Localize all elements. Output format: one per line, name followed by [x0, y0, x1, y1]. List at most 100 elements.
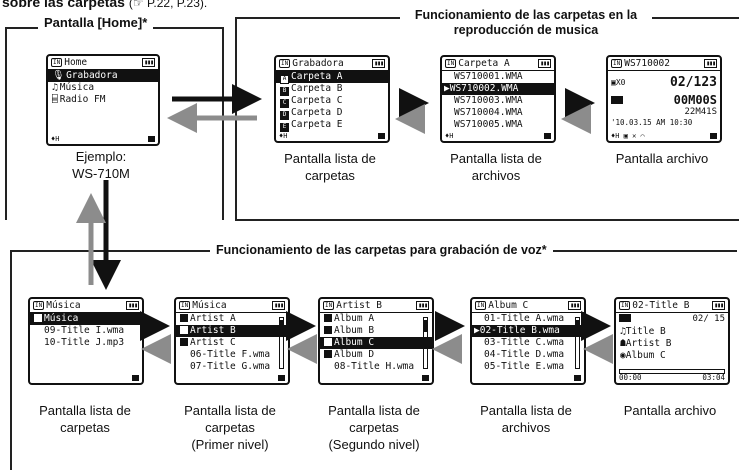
- folder-status-icon: [132, 374, 139, 381]
- artist-row: ☗Artist B: [616, 338, 728, 350]
- track-album: Album C: [625, 350, 666, 361]
- home-caption-line2: WS-710M: [72, 166, 130, 181]
- list-item[interactable]: 09-Title I.wma: [30, 325, 142, 337]
- list-item[interactable]: 10-Title J.mp3: [30, 337, 142, 349]
- battery-icon: ▮▮▮: [712, 301, 725, 310]
- music-file-caption: Pantalla lista de archivos: [428, 150, 564, 184]
- microphone-icon: 🎙: [52, 70, 65, 81]
- battery-icon: ▮▮▮: [704, 59, 717, 68]
- list-item[interactable]: Album B: [320, 325, 432, 337]
- folder-icon: [180, 326, 188, 334]
- home-item-label: Grabadora: [66, 70, 118, 81]
- item-label: 01-Title A.wma: [484, 313, 565, 324]
- caption-line1: Pantalla lista de: [328, 403, 420, 418]
- album-row: ◉Album C: [616, 350, 728, 362]
- item-label: 08-Title H.wma: [334, 361, 415, 372]
- caption-line1: Pantalla lista de: [39, 403, 131, 418]
- item-label: 02-Title B.wma: [479, 325, 560, 336]
- list-item[interactable]: 04-Title D.wma: [472, 349, 584, 361]
- caption-line2: carpetas: [205, 420, 255, 435]
- file-row-5[interactable]: WS710005.WMA: [442, 119, 554, 131]
- home-item-musica[interactable]: ♫Música: [48, 82, 158, 94]
- music-title-line2: reproducción de musica: [453, 23, 599, 37]
- music-section-title: Funcionamiento de las carpetas en la rep…: [400, 8, 652, 38]
- list-item[interactable]: Album D: [320, 349, 432, 361]
- item-label: 09-Title I.wma: [44, 325, 125, 336]
- folder-label: Carpeta B: [291, 83, 343, 94]
- file-row-3[interactable]: WS710003.WMA: [442, 95, 554, 107]
- list-item[interactable]: ▶02-Title B.wma: [472, 325, 584, 337]
- item-label: Album D: [334, 349, 375, 360]
- home-screen-header: Home: [64, 57, 88, 68]
- list-item[interactable]: 03-Title C.wma: [472, 337, 584, 349]
- home-item-radio[interactable]: ⌸Radio FM: [48, 94, 158, 106]
- scrollbar[interactable]: [575, 317, 580, 369]
- item-label: 10-Title J.mp3: [44, 337, 125, 348]
- list-item[interactable]: Album C: [320, 337, 432, 349]
- folder-icon: [180, 338, 188, 346]
- list-item[interactable]: 01-Title A.wma: [472, 313, 584, 325]
- music-folder-header: Grabadora: [292, 58, 344, 69]
- in-memory-icon: IN: [611, 59, 623, 68]
- in-memory-icon: IN: [619, 301, 631, 310]
- list-item[interactable]: 06-Title F.wma: [176, 349, 288, 361]
- list-item[interactable]: Artist A: [176, 313, 288, 325]
- item-label: Album A: [334, 313, 375, 324]
- list-item[interactable]: Album A: [320, 313, 432, 325]
- voice-screen-header: Artist B: [336, 300, 382, 311]
- item-label: Artist B: [190, 325, 236, 336]
- voice-caption-2: Pantalla lista de carpetas (Primer nivel…: [162, 402, 298, 453]
- item-label: Música: [44, 313, 79, 324]
- progress-bar[interactable]: [619, 369, 725, 374]
- caption-line1: Pantalla lista de: [450, 151, 542, 166]
- list-item[interactable]: 07-Title G.wma: [176, 361, 288, 373]
- caption-line2: archivos: [501, 420, 551, 435]
- music-playback-caption: Pantalla archivo: [615, 151, 709, 166]
- list-item[interactable]: Artist C: [176, 337, 288, 349]
- title-row: ♫Title B: [616, 326, 728, 338]
- list-item[interactable]: 08-Title H.wma: [320, 361, 432, 373]
- scrollbar[interactable]: [279, 317, 284, 369]
- home-item-label: Radio FM: [59, 94, 106, 105]
- file-label: WS710003.WMA: [454, 95, 523, 106]
- caption-line2: archivos: [471, 168, 521, 183]
- file-row-1[interactable]: WS710001.WMA: [442, 71, 554, 83]
- battery-icon: ▮▮▮: [126, 301, 139, 310]
- in-memory-icon: IN: [323, 301, 335, 310]
- voice-screen-header: Música: [46, 300, 81, 311]
- home-item-grabadora[interactable]: 🎙Grabadora: [48, 70, 158, 82]
- playback-header: 02-Title B: [632, 300, 690, 311]
- folder-label: Carpeta D: [291, 107, 343, 118]
- folder-label: Carpeta C: [291, 95, 343, 106]
- file-row-4[interactable]: WS710004.WMA: [442, 107, 554, 119]
- item-label: 04-Title D.wma: [484, 349, 565, 360]
- battery-icon: ▮▮▮: [272, 301, 285, 310]
- elapsed-time: 00M00S: [673, 93, 717, 107]
- caption-line1: Pantalla lista de: [480, 403, 572, 418]
- item-label: 07-Title G.wma: [190, 361, 271, 372]
- list-item[interactable]: Música: [30, 313, 142, 325]
- folder-icon: [324, 350, 332, 358]
- list-item[interactable]: 05-Title E.wma: [472, 361, 584, 373]
- file-label: WS710005.WMA: [454, 119, 523, 130]
- track-title: Title B: [625, 326, 666, 337]
- folder-icon: [324, 326, 332, 334]
- scrollbar[interactable]: [423, 317, 428, 369]
- file-row-2[interactable]: ▶WS710002.WMA: [442, 83, 554, 95]
- folder-icon: [324, 314, 332, 322]
- play-cursor-icon: ▶: [474, 325, 480, 336]
- status-icon: ♦H: [445, 131, 454, 140]
- caption-line3: (Segundo nivel): [328, 437, 420, 452]
- voice-screen-header: Album C: [488, 300, 529, 311]
- list-item[interactable]: Artist B: [176, 325, 288, 337]
- voice-caption-1: Pantalla lista de carpetas: [20, 402, 150, 436]
